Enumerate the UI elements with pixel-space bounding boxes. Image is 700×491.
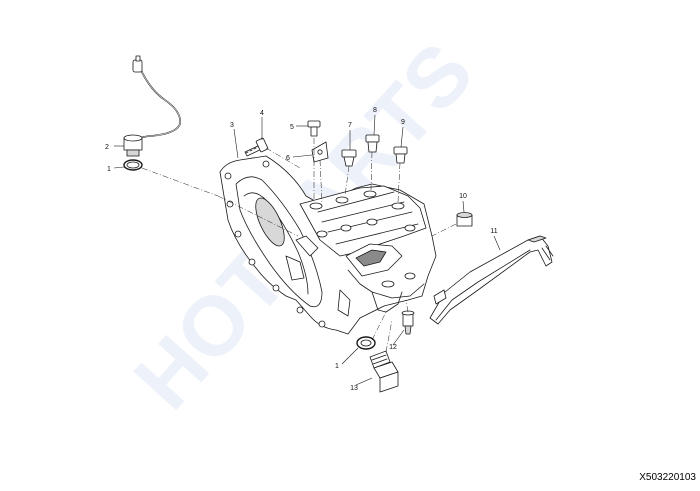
callout-13: 13 xyxy=(350,385,358,392)
leader-lines xyxy=(113,114,501,386)
callout-7: 7 xyxy=(348,122,352,129)
callout-10: 10 xyxy=(459,193,467,200)
callout-6: 6 xyxy=(286,155,290,162)
diagram-code: X503220103 xyxy=(639,472,696,483)
callout-9: 9 xyxy=(401,119,405,126)
bushing-part-10 xyxy=(456,212,473,227)
guide-rail-part-11 xyxy=(429,235,554,325)
fill-plug-part-13 xyxy=(369,350,399,393)
callout-12: 12 xyxy=(389,344,397,351)
callout-3: 3 xyxy=(230,122,234,129)
callout-11: 11 xyxy=(490,228,497,235)
callout-4: 4 xyxy=(260,110,264,117)
plug-part-9 xyxy=(393,146,408,164)
callout-2: 2 xyxy=(105,144,109,151)
callout-8: 8 xyxy=(373,107,377,114)
callout-1-bottom: 1 xyxy=(335,363,339,370)
callout-5: 5 xyxy=(290,124,294,131)
drain-plug-part-12 xyxy=(401,310,415,335)
plug-part-7 xyxy=(341,149,357,167)
callout-1-top: 1 xyxy=(107,166,111,173)
plug-part-8 xyxy=(365,134,380,153)
transmission-housing xyxy=(219,155,437,335)
washer-part xyxy=(356,336,376,350)
bolt-part-5 xyxy=(307,120,321,137)
bolt-part-4 xyxy=(244,137,269,157)
assembly-lines xyxy=(141,138,457,353)
o-ring-part xyxy=(123,159,143,171)
speed-sensor-part xyxy=(123,55,182,157)
